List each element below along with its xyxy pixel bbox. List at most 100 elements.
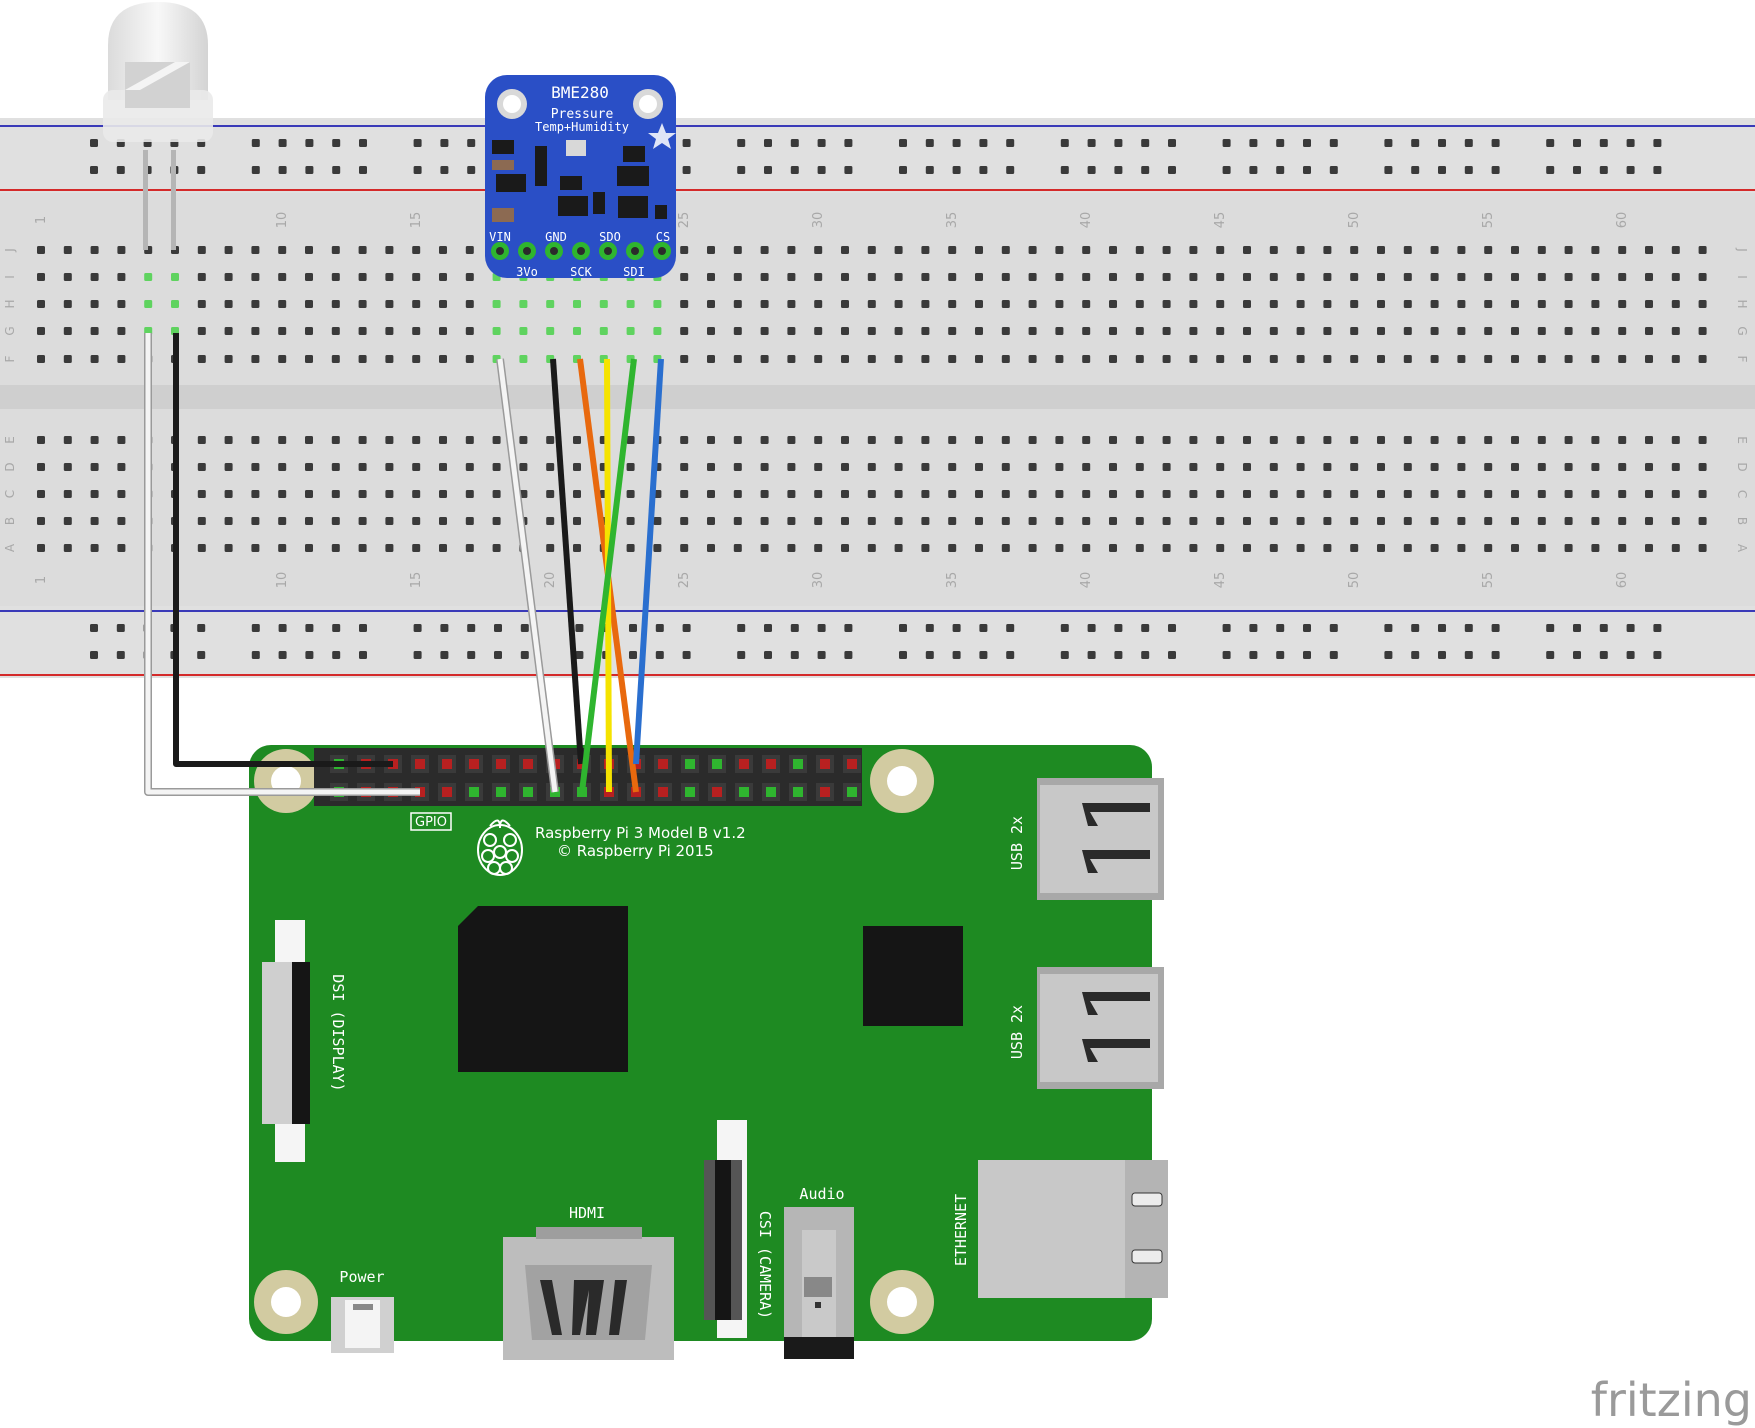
breadboard-hole [1109, 355, 1117, 363]
breadboard-hole [251, 463, 260, 471]
breadboard-hole [1006, 166, 1015, 174]
breadboard-hole [305, 544, 313, 552]
breadboard-hole [1141, 139, 1150, 147]
csi-connector[interactable] [704, 1120, 747, 1338]
breadboard-hole [1438, 166, 1446, 174]
breadboard-hole [1438, 139, 1446, 147]
breadboard-hole [626, 463, 635, 471]
pin-label-gnd: GND [545, 230, 567, 244]
breadboard-hole [841, 436, 849, 444]
column-number: 25 [677, 572, 692, 589]
smd-part [535, 146, 547, 186]
breadboard-hole [1403, 436, 1412, 444]
breadboard-hole [1537, 463, 1546, 471]
row-letter: D [1735, 462, 1749, 471]
breadboard-hole [1296, 544, 1305, 552]
mount-hole-center [887, 766, 917, 796]
gpio-pin [469, 759, 479, 769]
breadboard-hole [979, 139, 988, 147]
power-port[interactable] [331, 1297, 394, 1353]
breadboard-hole [975, 544, 983, 552]
breadboard-hole [1384, 624, 1393, 632]
breadboard-hole [1457, 355, 1466, 363]
breadboard-hole [760, 517, 769, 525]
breadboard-hole [90, 166, 98, 174]
breadboard-hole [1168, 624, 1176, 632]
breadboard-hole [787, 273, 796, 281]
breadboard-hole [707, 327, 715, 335]
breadboard-hole [680, 300, 689, 308]
breadboard-hole [1377, 436, 1385, 444]
breadboard-hole [867, 273, 876, 281]
column-number: 45 [1213, 212, 1228, 229]
breadboard-hole [412, 463, 421, 471]
breadboard-hole [1618, 273, 1627, 281]
breadboard-hole [1243, 355, 1251, 363]
breadboard-hole [1135, 273, 1144, 281]
breadboard-hole [1537, 273, 1546, 281]
breadboard-hole [707, 544, 715, 552]
breadboard-hole [251, 166, 260, 174]
breadboard-hole [1591, 490, 1600, 498]
breadboard-hole [1276, 651, 1285, 659]
breadboard-hole [1087, 624, 1096, 632]
audio-label: Audio [799, 1185, 844, 1203]
breadboard-hole [251, 273, 260, 281]
breadboard-hole [1296, 327, 1305, 335]
breadboard-hole [90, 327, 99, 335]
breadboard-hole [733, 436, 742, 444]
breadboard-hole [1269, 327, 1278, 335]
breadboard-hole [1189, 490, 1198, 498]
row-letter: A [1735, 544, 1749, 553]
breadboard-hole [37, 355, 45, 363]
breadboard-hole [197, 327, 206, 335]
breadboard-hole [467, 651, 476, 659]
breadboard-hole [63, 517, 72, 525]
hdmi-label: HDMI [569, 1204, 605, 1222]
breadboard-hole [733, 517, 742, 525]
breadboard-hole [817, 624, 826, 632]
breadboard-hole [764, 166, 772, 174]
breadboard-hole [1564, 300, 1573, 308]
breadboard-hole [1028, 517, 1037, 525]
breadboard-hole [1698, 327, 1707, 335]
breadboard-hole [733, 463, 742, 471]
column-number: 55 [1481, 572, 1496, 589]
hdmi-port[interactable] [503, 1227, 674, 1360]
breadboard-hole [439, 517, 447, 525]
breadboard-hole [790, 624, 799, 632]
row-letter: G [3, 326, 17, 335]
breadboard-hole [1189, 463, 1198, 471]
dsi-connector[interactable] [262, 920, 310, 1162]
breadboard-hole [358, 517, 367, 525]
breadboard-hole [841, 544, 849, 552]
breadboard-hole [1350, 246, 1359, 254]
breadboard-hole [1243, 517, 1251, 525]
pin-label-sdi: SDI [623, 265, 645, 279]
breadboard-hole [358, 490, 367, 498]
ethernet-port[interactable] [978, 1160, 1168, 1298]
usb-port-1[interactable] [1037, 778, 1164, 900]
breadboard-hole [626, 436, 635, 444]
breadboard-hole [494, 624, 502, 632]
breadboard-hole [1082, 436, 1091, 444]
breadboard-hole [1698, 300, 1707, 308]
breadboard-hole [492, 327, 501, 335]
breadboard-hole [707, 463, 715, 471]
breadboard-hole [1591, 436, 1600, 444]
gpio-pin [712, 787, 722, 797]
breadboard-hole [251, 436, 260, 444]
power-slot [353, 1304, 373, 1310]
breadboard-hole [1222, 624, 1231, 632]
breadboard-hole [224, 544, 233, 552]
breadboard-hole [814, 273, 823, 281]
audio-jack[interactable] [784, 1207, 854, 1359]
breadboard-hole [197, 166, 206, 174]
breadboard-hole [465, 246, 474, 254]
usb-port-2[interactable] [1037, 967, 1164, 1089]
soc-chip-notch [458, 906, 478, 926]
breadboard-hole [251, 517, 260, 525]
mount-hole-center [271, 1287, 301, 1317]
breadboard-hole [1377, 463, 1385, 471]
